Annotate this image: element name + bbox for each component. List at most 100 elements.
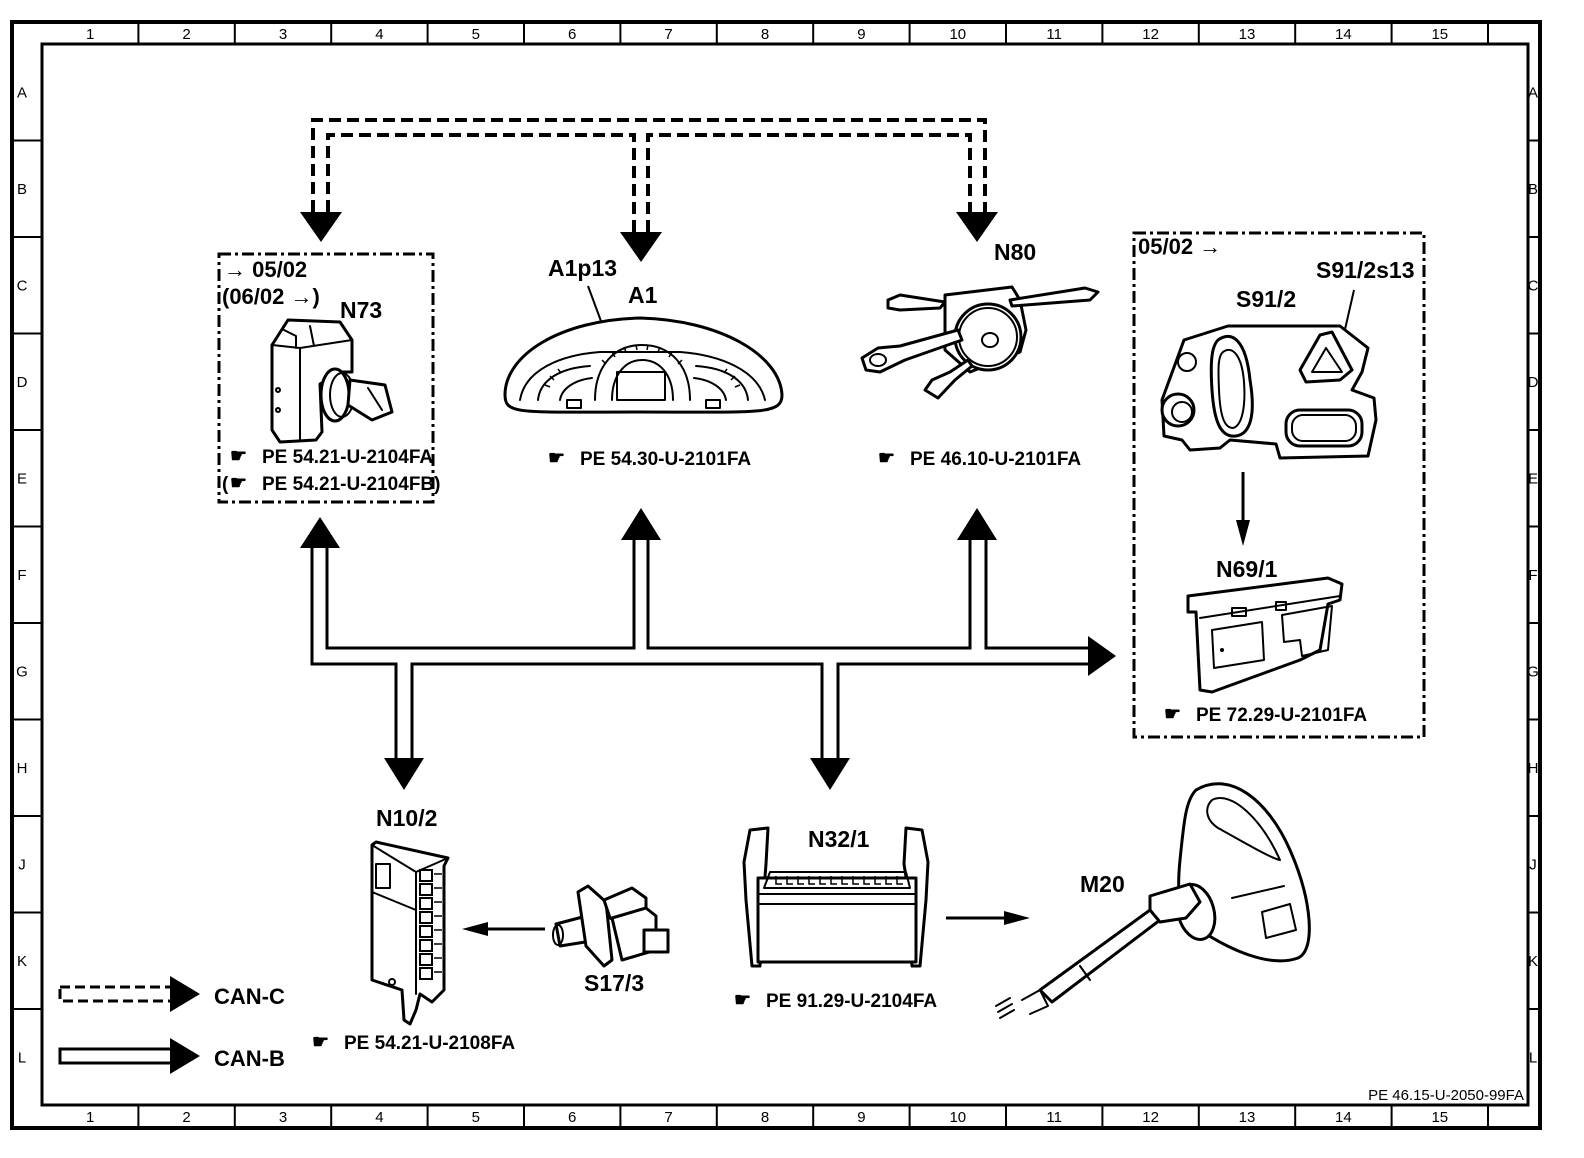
m20-steering-column-drawing	[995, 782, 1311, 1019]
m20-label: M20	[1080, 871, 1125, 897]
fuse-slot	[419, 925, 433, 938]
svg-text:PE 54.21-U-2108FA: PE 54.21-U-2108FA	[344, 1033, 515, 1054]
connector-pin	[819, 876, 826, 885]
grid-column-label: 1	[86, 26, 94, 43]
connector-pin	[786, 876, 793, 885]
n73-validity-2: (06/02 →)	[222, 284, 320, 309]
can-b-arrow-n80	[957, 508, 997, 540]
svg-text:(: (	[222, 474, 229, 495]
n10-2-ref: ☛ PE 54.21-U-2108FA	[312, 1032, 515, 1054]
can-b-arrow-n69-1	[1088, 636, 1116, 676]
s91-2-to-n69-1-arrowhead	[1236, 520, 1250, 546]
grid-row-label: B	[17, 181, 27, 198]
n80-label: N80	[994, 239, 1036, 265]
grid-row-label: A	[1528, 84, 1538, 101]
n10-2-label: N10/2	[376, 805, 437, 831]
grid-column-label: 3	[279, 26, 287, 43]
can-c-arrow-a1	[620, 232, 662, 262]
grid-column-label: 2	[182, 26, 190, 43]
n73-ref-1: ☛ PE 54.21-U-2104FA	[230, 446, 433, 468]
legend-can-b-line	[58, 1047, 174, 1065]
connector-pin	[852, 876, 859, 885]
grid-column-label: 9	[857, 26, 865, 43]
grid-column-label: 11	[1046, 26, 1062, 43]
pointing-hand-icon: ☛	[230, 446, 247, 467]
n32-1-label: N32/1	[808, 826, 870, 852]
grid-row-label: C	[17, 277, 28, 294]
connector-pin	[863, 876, 870, 885]
grid-row-label: H	[1528, 760, 1539, 777]
s91-2-validity: 05/02 →	[1138, 234, 1221, 259]
s17-3-switch-drawing	[552, 884, 670, 968]
n80-column-switch-drawing	[860, 285, 1100, 400]
fuse-slot	[419, 897, 433, 910]
grid-column-label: 6	[568, 26, 576, 43]
grid-row-label: G	[16, 663, 28, 680]
can-b-bus	[310, 540, 1090, 760]
svg-text:PE 72.29-U-2101FA: PE 72.29-U-2101FA	[1196, 705, 1367, 726]
grid-column-label: 3	[279, 1109, 287, 1126]
grid-column-label: 8	[761, 1109, 769, 1126]
document-id: PE 46.15-U-2050-99FA	[1368, 1087, 1524, 1104]
grid-column-label: 13	[1239, 26, 1256, 43]
connector-pin	[896, 876, 903, 885]
can-b-arrow-a1	[621, 508, 661, 540]
can-b-arrow-n73	[300, 517, 340, 548]
legend-can-b: CAN-B	[58, 1038, 285, 1074]
s91-2s13-label: S91/2s13	[1316, 257, 1414, 283]
s17-3-label: S17/3	[584, 970, 644, 996]
a1-label: A1	[628, 282, 658, 308]
grid-column-label: 15	[1431, 1109, 1448, 1126]
grid-column-label: 7	[664, 1109, 672, 1126]
grid-row-label: D	[1528, 374, 1539, 391]
n69-1-ref: ☛ PE 72.29-U-2101FA	[1164, 704, 1367, 726]
fuse-slot	[419, 883, 433, 896]
grid-row-label: K	[1528, 953, 1538, 970]
grid-column-label: 2	[182, 1109, 190, 1126]
grid-column-label: 15	[1431, 26, 1448, 43]
svg-text:PE 91.29-U-2104FA: PE 91.29-U-2104FA	[766, 991, 937, 1012]
inner-frame	[40, 42, 1530, 1107]
legend-can-b-label: CAN-B	[214, 1046, 285, 1071]
s17-3-to-n10-2-arrowhead	[462, 922, 488, 936]
fuse-slot	[419, 911, 433, 924]
can-c-bus	[311, 118, 987, 232]
grid-row-label: K	[17, 953, 27, 970]
n73-label: N73	[340, 297, 382, 323]
grid-row-label: J	[1529, 856, 1537, 873]
legend-can-b-arrowhead	[170, 1038, 200, 1074]
n73-validity-1: → 05/02	[224, 257, 307, 282]
pointing-hand-icon: ☛	[230, 473, 247, 494]
grid-row-label: D	[17, 374, 28, 391]
can-c-arrow-n73	[300, 212, 342, 242]
grid-row-label: E	[17, 470, 27, 487]
grid-row-label: F	[17, 567, 26, 584]
a1-instrument-cluster-drawing	[503, 316, 784, 414]
grid-column-label: 5	[472, 26, 480, 43]
grid-column-label: 11	[1046, 1109, 1062, 1126]
grid-column-label: 1	[86, 1109, 94, 1126]
fuse-slot	[419, 869, 433, 882]
can-b-arrow-n10-2	[384, 758, 424, 790]
n69-1-control-unit-drawing	[1186, 576, 1344, 694]
grid-column-label: 12	[1142, 1109, 1159, 1126]
pointing-hand-icon: ☛	[1164, 704, 1181, 725]
grid-row-label: B	[1528, 181, 1538, 198]
n73-validity-box	[217, 252, 435, 504]
grid-column-label: 10	[949, 1109, 966, 1126]
grid-column-label: 13	[1239, 1109, 1256, 1126]
fuse-slot	[419, 939, 433, 952]
n73-ref-2: ( ☛ PE 54.21-U-2104FB)	[222, 473, 440, 495]
outer-frame	[10, 20, 1542, 1130]
connector-pin	[775, 876, 782, 885]
n32-1-to-m20-arrowhead	[1004, 911, 1030, 925]
svg-text:PE 46.10-U-2101FA: PE 46.10-U-2101FA	[910, 449, 1081, 470]
a1p13-label: A1p13	[548, 255, 617, 281]
grid-column-label: 4	[375, 1109, 383, 1126]
grid-column-label: 7	[664, 26, 672, 43]
grid-column-label: 8	[761, 26, 769, 43]
